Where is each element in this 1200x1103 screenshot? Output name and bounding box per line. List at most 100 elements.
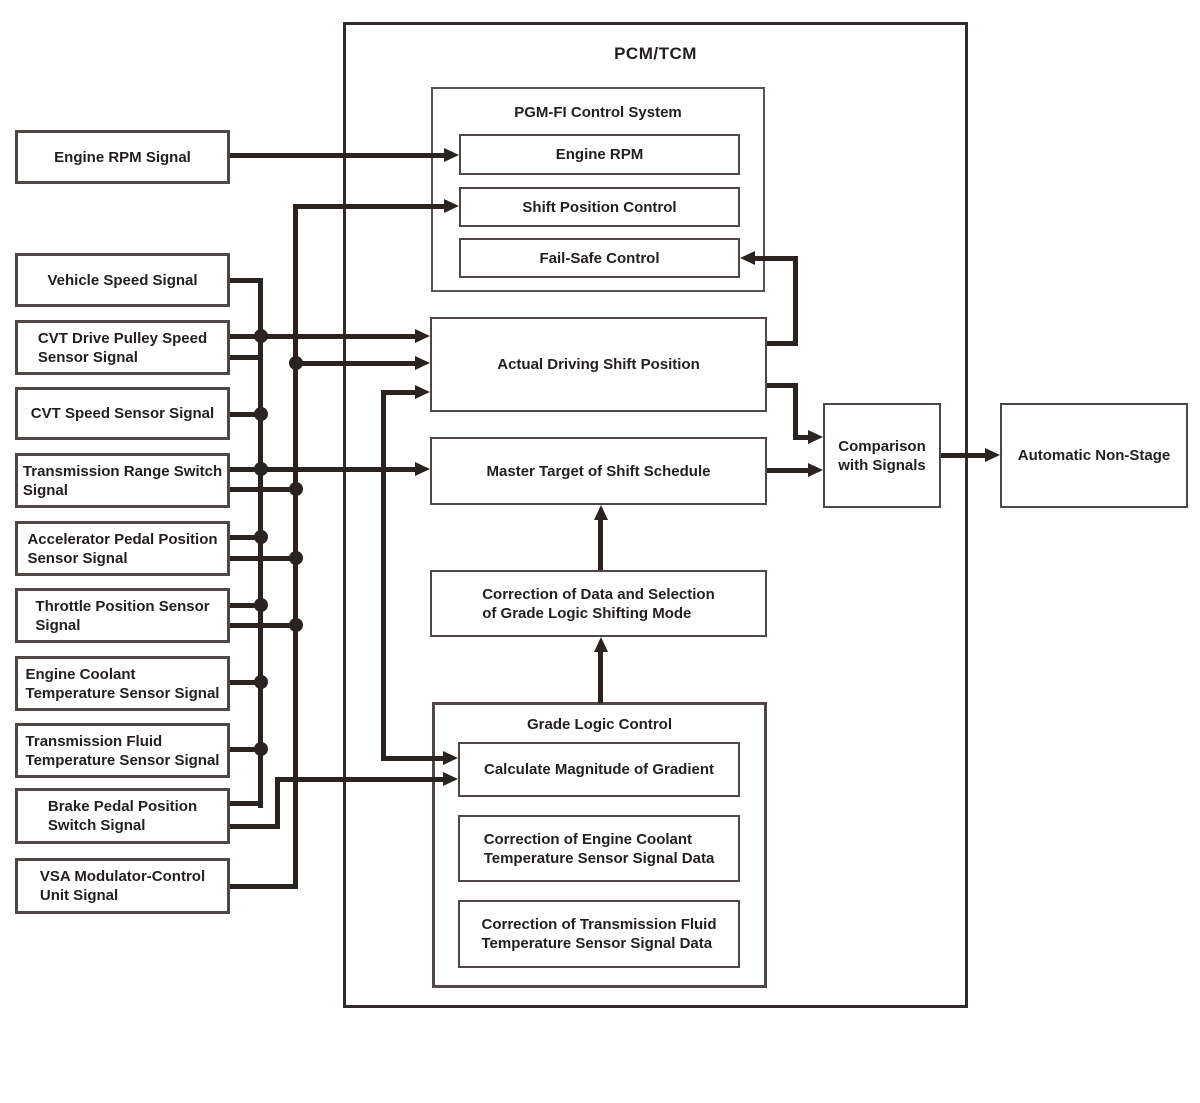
pcm-tcm-container xyxy=(343,22,968,1008)
wire-master-target-input xyxy=(230,467,420,472)
input-box-brake-pedal-position: Brake Pedal Position Switch Signal xyxy=(15,788,230,844)
arrowhead-right xyxy=(444,148,459,162)
junction-dot xyxy=(289,356,303,370)
wire-shift-position xyxy=(293,204,446,209)
box-automatic-non-stage: Automatic Non-Stage xyxy=(1000,403,1188,508)
arrowhead-right xyxy=(415,356,430,370)
bus-c-vertical xyxy=(381,390,386,760)
input-box-engine-rpm-signal: Engine RPM Signal xyxy=(15,130,230,184)
wire-gradelogic-to-correction xyxy=(598,649,603,703)
input-box-throttle-position-sensor: Throttle Position Sensor Signal xyxy=(15,588,230,643)
box-actual-driving-shift-position: Actual Driving Shift Position xyxy=(430,317,767,412)
pgmfi-title: PGM-FI Control System xyxy=(514,104,682,121)
wire-brake-top-stub xyxy=(230,801,263,806)
input-label: Engine RPM Signal xyxy=(54,148,191,166)
arrowhead-right xyxy=(415,462,430,476)
wire-cvt-speed-stub xyxy=(230,412,263,417)
box-label: Engine RPM xyxy=(555,146,644,163)
box-label: Shift Position Control xyxy=(522,198,677,216)
junction-dot xyxy=(254,407,268,421)
wire-cvt-pulley-bottom-stub xyxy=(230,355,263,360)
junction-dot xyxy=(254,675,268,689)
grade-logic-title: Grade Logic Control xyxy=(526,716,672,733)
box-shift-position-control: Shift Position Control xyxy=(459,187,740,227)
box-correction-engine-coolant-data: Correction of Engine Coolant Temperature… xyxy=(458,815,740,882)
input-box-vehicle-speed-signal: Vehicle Speed Signal xyxy=(15,253,230,307)
input-label: Throttle Position Sensor Signal xyxy=(35,597,210,634)
wire-correction-to-master xyxy=(598,516,603,570)
arrowhead-right xyxy=(808,463,823,477)
box-label: Fail-Safe Control xyxy=(539,249,660,267)
arrowhead-right xyxy=(415,329,430,343)
box-label: Comparison with Signals xyxy=(838,437,926,474)
wire-vsa-stub xyxy=(230,884,298,889)
wire-vehicle-speed-stub xyxy=(230,278,263,283)
wire-comparison-to-automatic xyxy=(941,453,987,458)
wire-actual-to-comparison-a xyxy=(767,383,798,388)
wire-accel-top-stub xyxy=(230,535,263,540)
wire-failsafe-feedback-riser xyxy=(793,256,798,346)
input-label: VSA Modulator-Control Unit Signal xyxy=(39,868,206,904)
wire-throttle-top-stub xyxy=(230,603,263,608)
box-label: Correction of Transmission Fluid Tempera… xyxy=(481,916,717,952)
wire-fluid-stub xyxy=(230,747,263,752)
wire-busc-to-actual-driving xyxy=(381,390,420,395)
box-label: Correction of Engine Coolant Temperature… xyxy=(483,830,715,867)
wire-brake-to-gradient xyxy=(275,777,447,782)
junction-dot xyxy=(254,598,268,612)
input-label: Transmission Fluid Temperature Sensor Si… xyxy=(25,732,220,769)
box-calculate-magnitude-gradient: Calculate Magnitude of Gradient xyxy=(458,742,740,797)
wire-actual-to-comparison-drop xyxy=(793,383,798,440)
wire-brake-bottom-stub xyxy=(230,824,280,829)
wire-accel-bottom-stub xyxy=(230,556,298,561)
box-label: Correction of Data and Selection of Grad… xyxy=(482,585,715,622)
box-label: Actual Driving Shift Position xyxy=(497,356,700,373)
arrowhead-right xyxy=(808,430,823,444)
arrowhead-right xyxy=(415,385,430,399)
junction-dot xyxy=(289,551,303,565)
wire-cvt-pulley-top xyxy=(230,334,420,339)
wire-coolant-stub xyxy=(230,680,263,685)
input-box-vsa-modulator: VSA Modulator-Control Unit Signal xyxy=(15,858,230,914)
box-comparison-with-signals: Comparison with Signals xyxy=(823,403,941,508)
pcm-tcm-title: PCM/TCM xyxy=(614,44,697,63)
input-label: Engine Coolant Temperature Sensor Signal xyxy=(25,665,220,702)
box-correction-transmission-fluid-data: Correction of Transmission Fluid Tempera… xyxy=(458,900,740,968)
box-correction-data-selection: Correction of Data and Selection of Grad… xyxy=(430,570,767,637)
junction-dot xyxy=(254,530,268,544)
wire-busc-to-gradient xyxy=(381,756,447,761)
wire-master-to-comparison xyxy=(767,468,815,473)
arrowhead-right xyxy=(443,751,458,765)
arrowhead-right xyxy=(985,448,1000,462)
wire-engine-rpm xyxy=(230,153,446,158)
bus-b-vertical xyxy=(293,204,298,889)
input-label: Brake Pedal Position Switch Signal xyxy=(47,798,198,834)
box-label: Calculate Magnitude of Gradient xyxy=(483,761,715,778)
arrowhead-right xyxy=(444,199,459,213)
input-box-cvt-drive-pulley-speed: CVT Drive Pulley Speed Sensor Signal xyxy=(15,320,230,375)
input-box-engine-coolant-temp: Engine Coolant Temperature Sensor Signal xyxy=(15,656,230,711)
wire-failsafe-feedback-top xyxy=(752,256,798,261)
junction-dot xyxy=(289,618,303,632)
wire-brake-riser xyxy=(275,777,280,829)
wire-failsafe-feedback-bottom xyxy=(767,341,798,346)
input-label: CVT Drive Pulley Speed Sensor Signal xyxy=(37,329,208,366)
wire-actual-to-comparison-b xyxy=(793,435,815,440)
box-master-target-shift-schedule: Master Target of Shift Schedule xyxy=(430,437,767,505)
arrowhead-up xyxy=(594,505,608,520)
arrowhead-left xyxy=(740,251,755,265)
input-label: Accelerator Pedal Position Sensor Signal xyxy=(27,530,218,567)
box-fail-safe-control: Fail-Safe Control xyxy=(459,238,740,278)
arrowhead-up xyxy=(594,637,608,652)
junction-dot xyxy=(289,482,303,496)
junction-dot xyxy=(254,742,268,756)
input-box-accelerator-pedal-position: Accelerator Pedal Position Sensor Signal xyxy=(15,521,230,576)
wire-trans-range-bottom-stub xyxy=(230,487,298,492)
input-label: CVT Speed Sensor Signal xyxy=(30,405,215,422)
input-box-cvt-speed-sensor: CVT Speed Sensor Signal xyxy=(15,387,230,440)
arrowhead-right xyxy=(443,772,458,786)
box-label: Automatic Non-Stage xyxy=(1017,447,1171,464)
box-engine-rpm: Engine RPM xyxy=(459,134,740,175)
input-label: Transmission Range Switch Signal xyxy=(22,462,223,499)
